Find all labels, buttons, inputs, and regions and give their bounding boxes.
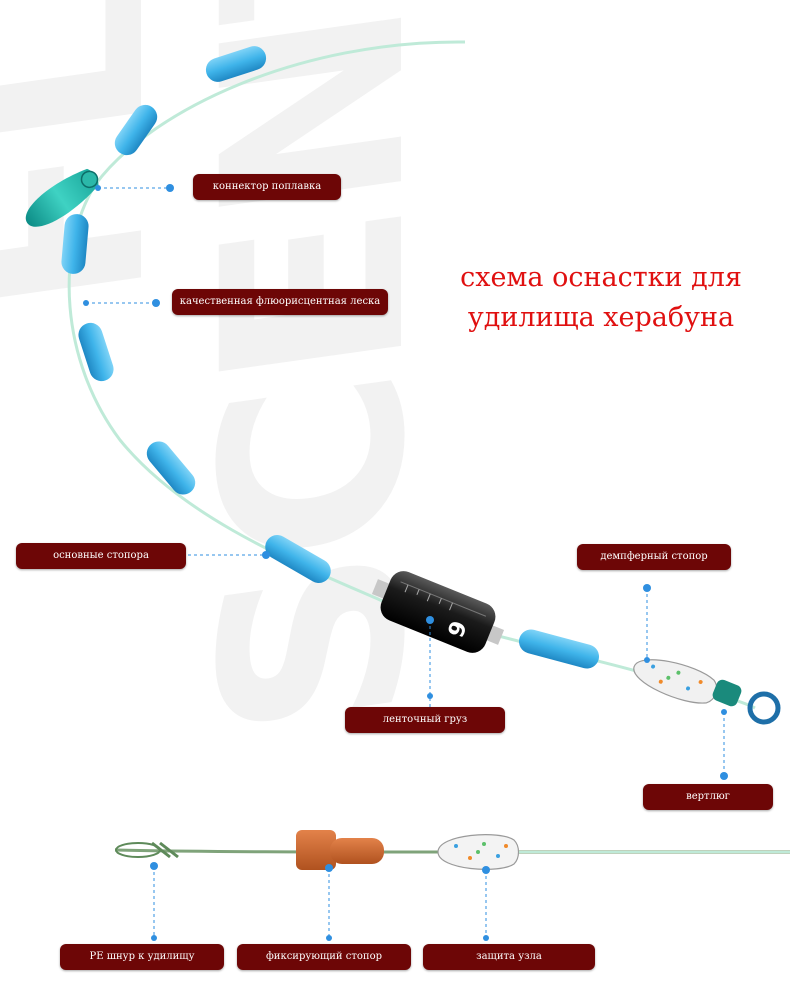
leader-endpoints (83, 184, 728, 941)
label-fluorescent-line: качественная флюорисцентная леска (172, 289, 388, 315)
float-connector (25, 168, 99, 227)
main-stopper-beads (61, 46, 600, 669)
label-float-connector: коннектор поплавка (193, 174, 341, 200)
title-line-1: схема оснастки для (460, 262, 742, 293)
tape-weight: 6 (371, 571, 505, 653)
pe-braid-line (114, 848, 790, 854)
knot-protection (437, 834, 520, 870)
stopper-bead (146, 441, 196, 495)
label-pe-braid: PE шнур к удилищу (60, 944, 224, 970)
damper-stopper (633, 659, 718, 704)
fixing-stopper (296, 830, 384, 870)
title-line-2: удилища херабуна (467, 302, 735, 334)
stopper-bead (61, 214, 89, 274)
stopper-bead (78, 322, 114, 382)
stopper-bead (205, 46, 267, 82)
label-tape-weight: ленточный груз (345, 707, 505, 733)
stopper-bead (114, 104, 158, 156)
fluorescent-line (67, 40, 756, 710)
leader-lines (86, 187, 725, 938)
label-main-stoppers: основные стопора (16, 543, 186, 569)
stopper-bead (265, 535, 331, 583)
label-swivel: вертлюг (643, 784, 773, 810)
pe-braid-loop (115, 841, 179, 859)
label-damper-stopper: демпферный стопор (577, 544, 731, 570)
label-knot-protection: защита узла (423, 944, 595, 970)
swivel (712, 679, 781, 725)
stopper-bead (518, 629, 600, 669)
diagram-title: схема оснастки для удилища херабуна (436, 262, 766, 335)
label-fixing-stopper: фиксирующий стопор (237, 944, 411, 970)
